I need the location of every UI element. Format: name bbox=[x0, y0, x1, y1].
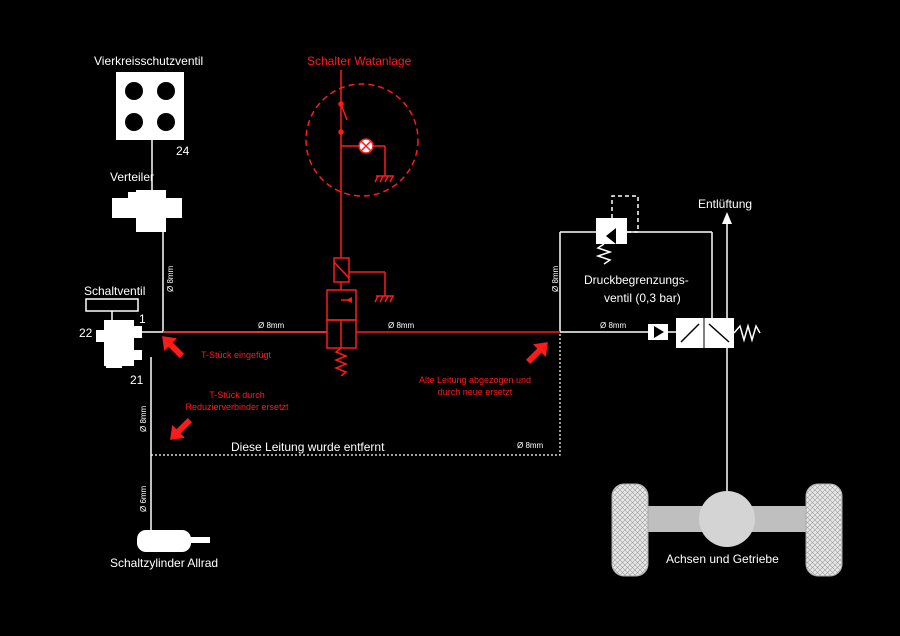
port-22-label: 22 bbox=[79, 326, 93, 340]
spring-icon bbox=[333, 347, 349, 377]
main-valve bbox=[648, 318, 761, 348]
alte-leitung-note-1: Alte Leitung abgezogen und bbox=[418, 375, 532, 385]
differential bbox=[699, 491, 755, 547]
red-arrow-icon bbox=[170, 417, 193, 440]
red-valve-top bbox=[326, 289, 357, 321]
schalter-label: Schalter Watanlage bbox=[307, 54, 412, 68]
alte-leitung-note-2: durch neue ersetzt bbox=[437, 387, 513, 397]
size-h-mid: Ø 8mm bbox=[388, 321, 415, 330]
entlueftung-arrow-icon bbox=[722, 212, 732, 224]
removed-line bbox=[151, 332, 561, 456]
size-v-lower: Ø 8mm bbox=[139, 405, 148, 432]
druckbegrenzung-valve bbox=[595, 195, 639, 265]
size-dashed: Ø 8mm bbox=[517, 441, 544, 450]
wheel-left bbox=[611, 483, 649, 577]
port-21-label: 21 bbox=[130, 373, 144, 387]
vierkreis-label: Vierkreisschutzventil bbox=[94, 54, 204, 68]
lamp-icon bbox=[358, 138, 374, 154]
zylinder-label: Schaltzylinder Allrad bbox=[110, 556, 219, 570]
verteiler-label: Verteiler bbox=[110, 170, 155, 184]
size-h-right: Ø 8mm bbox=[600, 321, 627, 330]
achsen-label: Achsen und Getriebe bbox=[666, 552, 779, 566]
tstueck-durch-note: T-Stück durch bbox=[209, 390, 265, 400]
port-24-label: 24 bbox=[176, 144, 190, 158]
druck-label-1: Druckbegrenzungs- bbox=[584, 273, 689, 287]
size-v-bottom: Ø 6mm bbox=[139, 485, 148, 512]
druck-label-2: ventil (0,3 bar) bbox=[604, 291, 681, 305]
red-arrow-icon bbox=[525, 342, 548, 365]
switch-lever bbox=[340, 103, 348, 121]
vierkreis-block bbox=[116, 72, 184, 140]
axle-assembly bbox=[611, 483, 843, 577]
schaltzylinder bbox=[137, 530, 210, 552]
verteiler-block bbox=[112, 190, 182, 232]
wheel-right bbox=[805, 483, 843, 577]
schaltventil-block bbox=[96, 320, 142, 368]
size-v-right: Ø 8mm bbox=[551, 265, 560, 292]
tstueck-note: T-Stück eingefügt bbox=[201, 350, 272, 360]
schaltventil-box bbox=[85, 298, 139, 312]
size-v-verteiler: Ø 8mm bbox=[166, 265, 175, 292]
removed-line-label: Diese Leitung wurde entfernt bbox=[231, 440, 385, 454]
port-1-label: 1 bbox=[139, 312, 146, 326]
size-h-left: Ø 8mm bbox=[258, 321, 285, 330]
switch-dashed-circle bbox=[305, 83, 419, 197]
entlueftung-label: Entlüftung bbox=[698, 197, 753, 211]
red-arrow-icon bbox=[162, 336, 185, 359]
schaltventil-label: Schaltventil bbox=[84, 284, 146, 298]
reduzier-note: Reduzierverbinder ersetzt bbox=[185, 402, 289, 412]
